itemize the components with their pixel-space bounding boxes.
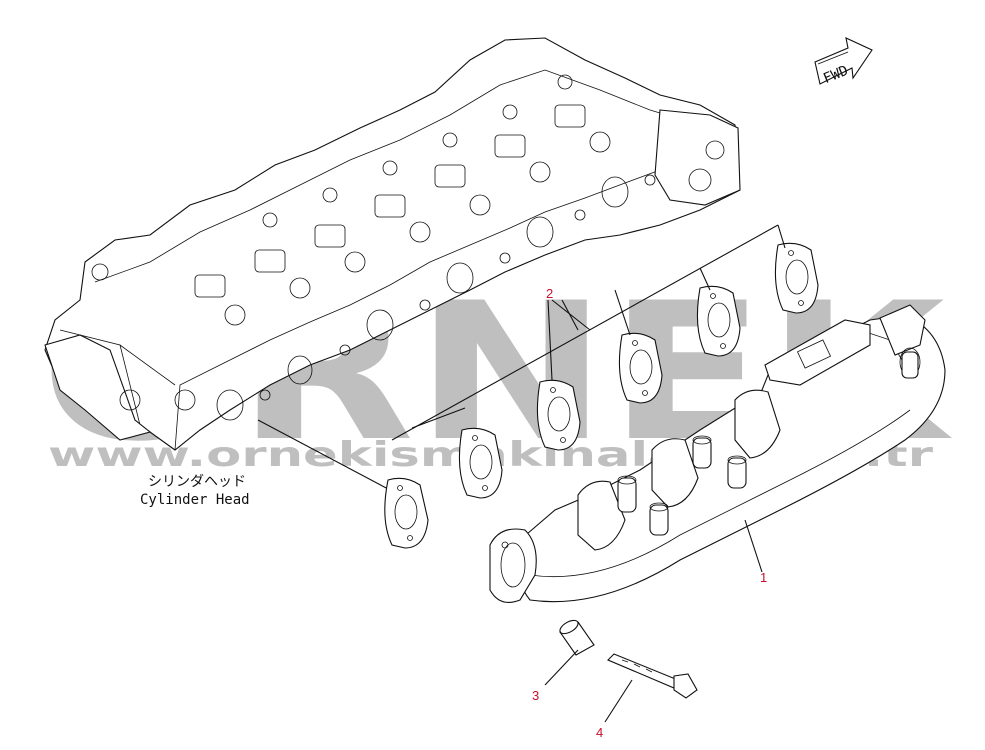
fwd-arrow-label: FWD [821, 63, 850, 87]
gasket [618, 332, 663, 404]
callout-4: 4 [596, 725, 603, 740]
callout-2: 2 [546, 286, 553, 301]
gasket [696, 285, 741, 357]
flange-bolt [607, 653, 698, 699]
callout-3: 3 [532, 688, 539, 703]
gasket [536, 379, 581, 451]
exhaust-manifold [489, 304, 946, 603]
callouts: 1 2 3 4 [532, 286, 767, 740]
gasket-group [384, 242, 819, 549]
cylinder-head-label: シリンダヘッド Cylinder Head [140, 474, 250, 508]
cylinder-head [44, 37, 741, 451]
cylinder-head-leader [257, 419, 391, 491]
gasket [774, 242, 819, 314]
gasket-leaders [391, 224, 786, 441]
cylinder-head-label-english: Cylinder Head [140, 492, 250, 508]
gasket [384, 477, 429, 549]
callout-1: 1 [760, 570, 767, 585]
cylinder-head-label-japanese: シリンダヘッド [148, 474, 246, 490]
gasket [458, 427, 503, 499]
spacer-sleeve [559, 619, 595, 656]
callout-leaders [544, 519, 763, 723]
fwd-arrow: FWD [814, 37, 873, 87]
